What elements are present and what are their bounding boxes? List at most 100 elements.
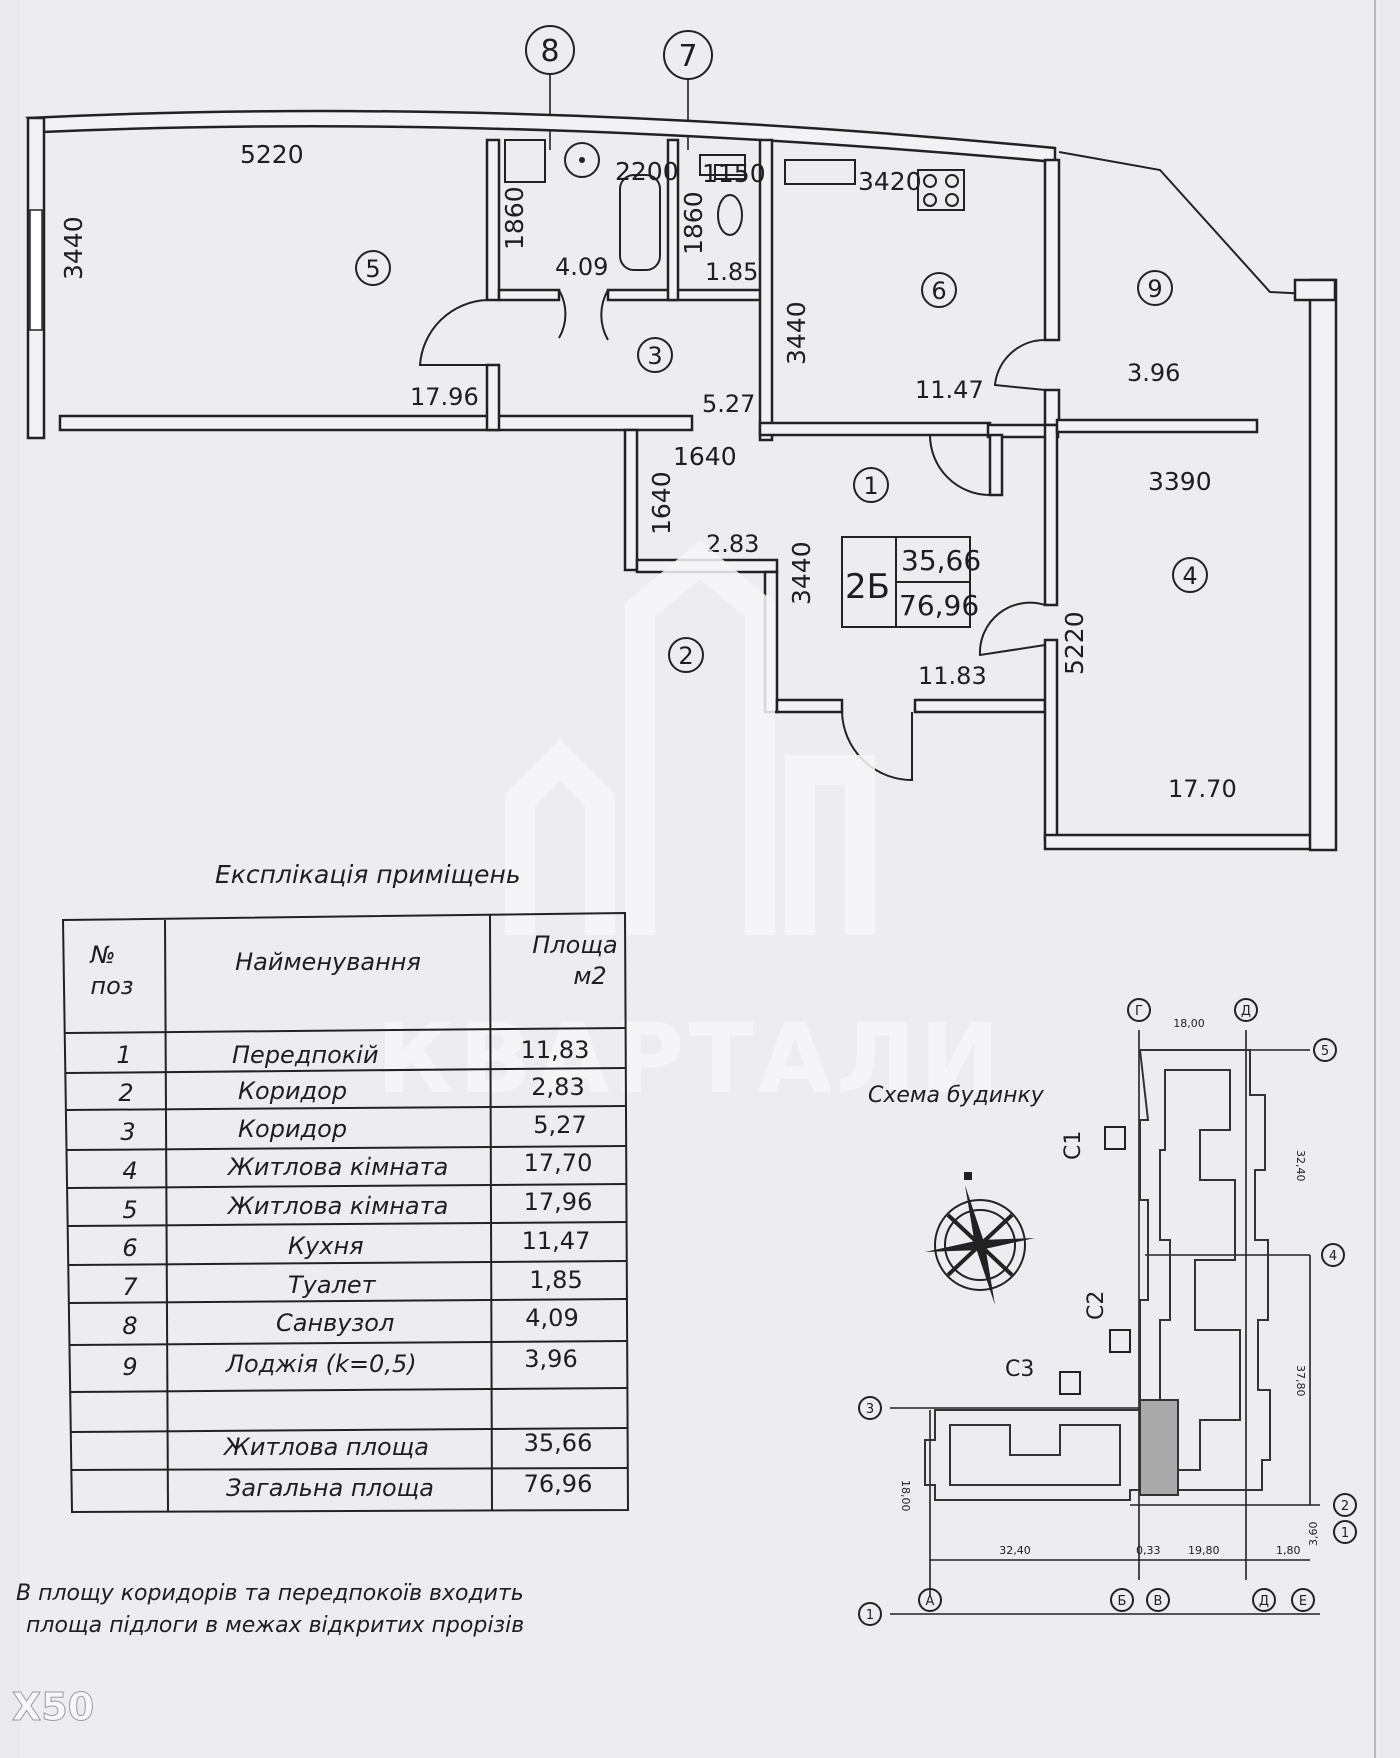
- svg-text:Коридор: Коридор: [238, 1115, 347, 1143]
- svg-text:Б: Б: [1118, 1594, 1127, 1609]
- svg-text:3: 3: [866, 1402, 874, 1417]
- dim-3390: 3390: [1148, 467, 1212, 496]
- svg-text:3: 3: [120, 1118, 135, 1146]
- svg-text:В: В: [1154, 1594, 1163, 1609]
- svg-text:м2: м2: [573, 962, 606, 990]
- svg-text:9: 9: [122, 1353, 137, 1381]
- svg-text:Житлова кімната: Житлова кімната: [226, 1153, 448, 1181]
- svg-text:1.85: 1.85: [705, 258, 758, 286]
- svg-text:2: 2: [118, 1079, 133, 1107]
- svg-text:7: 7: [678, 39, 697, 74]
- svg-text:Житлова площа: Житлова площа: [222, 1433, 429, 1461]
- svg-text:Найменування: Найменування: [235, 948, 421, 976]
- svg-text:1: 1: [866, 1608, 874, 1623]
- svg-text:1: 1: [1341, 1526, 1349, 1541]
- dim-2200: 2200: [615, 157, 679, 186]
- plan-walls: [25, 109, 1338, 852]
- svg-text:Лоджія (k=0,5): Лоджія (k=0,5): [225, 1350, 417, 1378]
- svg-text:Е: Е: [1299, 1594, 1307, 1609]
- axis-bubble-D: Д: [1234, 998, 1258, 1022]
- svg-text:19,80: 19,80: [1188, 1544, 1220, 1557]
- unit-type-box: 2Б 35,66 76,96: [841, 536, 981, 628]
- svg-text:37,80: 37,80: [1294, 1365, 1307, 1397]
- svg-text:18,00: 18,00: [899, 1480, 912, 1512]
- svg-text:8: 8: [540, 34, 559, 69]
- svg-text:№: №: [89, 941, 116, 969]
- svg-text:5: 5: [1321, 1044, 1329, 1059]
- svg-text:17,70: 17,70: [524, 1149, 593, 1177]
- building-scheme: Схема будинку Г Д А Б В: [858, 998, 1357, 1626]
- dim-1640-h: 1640: [673, 442, 737, 471]
- axis-bubble-2: 2: [1333, 1493, 1357, 1517]
- svg-text:9: 9: [1147, 275, 1162, 303]
- svg-text:3: 3: [647, 342, 662, 370]
- axis-bubble-7: 7: [663, 30, 713, 150]
- section-c3: C3: [1005, 1357, 1034, 1382]
- room-1: 1 11.83: [853, 467, 987, 690]
- svg-text:1: 1: [863, 472, 878, 500]
- svg-text:5.27: 5.27: [702, 390, 755, 418]
- axis-bubble-1b: 1: [1333, 1520, 1357, 1544]
- svg-text:КВАРТАЛИ: КВАРТАЛИ: [376, 1003, 1004, 1115]
- svg-text:Передпокій: Передпокій: [232, 1041, 379, 1069]
- room-5: 5 17.96: [355, 250, 479, 411]
- svg-text:3,96: 3,96: [524, 1345, 577, 1373]
- explication-title: Експлікація приміщень: [215, 860, 521, 889]
- svg-text:18,00: 18,00: [1173, 1017, 1205, 1030]
- plan-dimensions: 5220 3440 1860 2200 1860 1150 3420 3440 …: [59, 140, 1212, 675]
- svg-text:2: 2: [678, 642, 693, 670]
- svg-text:4: 4: [1329, 1249, 1337, 1264]
- dim-1860-a: 1860: [500, 186, 529, 250]
- svg-text:5: 5: [365, 255, 380, 283]
- svg-text:3.96: 3.96: [1127, 359, 1180, 387]
- svg-text:Туалет: Туалет: [288, 1271, 377, 1299]
- section-c1: C1: [1061, 1131, 1086, 1160]
- svg-text:4: 4: [122, 1157, 137, 1185]
- room-9: 9 3.96: [1127, 270, 1180, 387]
- svg-text:Кухня: Кухня: [288, 1232, 364, 1260]
- svg-text:17,96: 17,96: [524, 1188, 593, 1216]
- svg-text:8: 8: [122, 1312, 137, 1340]
- table-row: 1 Передпокій 11,83: [116, 1036, 589, 1069]
- dim-5220-right: 5220: [1060, 611, 1089, 675]
- axis-bubble-V: В: [1146, 1588, 1170, 1612]
- room-6: 6 11.47: [915, 272, 984, 404]
- axis-bubble-3: 3: [858, 1396, 882, 1420]
- scheme-title: Схема будинку: [868, 1083, 1045, 1108]
- svg-text:4: 4: [1182, 562, 1197, 590]
- footnote: В площу коридорів та передпокоїв входить…: [16, 1581, 524, 1638]
- table-row: 9 Лоджія (k=0,5) 3,96: [122, 1345, 577, 1381]
- svg-text:7: 7: [122, 1273, 138, 1301]
- room-3: 3 5.27: [637, 337, 755, 418]
- unit-total-area: 76,96: [899, 589, 979, 622]
- table-row: 5 Житлова кімната 17,96: [122, 1188, 592, 1224]
- svg-text:17.96: 17.96: [410, 383, 479, 411]
- svg-text:5: 5: [122, 1196, 137, 1224]
- dim-1640-v: 1640: [647, 471, 676, 535]
- svg-text:Санвузол: Санвузол: [276, 1309, 394, 1337]
- axis-bubble-D2: Д: [1252, 1588, 1276, 1612]
- svg-text:Коридор: Коридор: [238, 1077, 347, 1105]
- svg-text:76,96: 76,96: [524, 1470, 593, 1498]
- svg-text:В площу коридорів та передпоко: В площу коридорів та передпокоїв входить: [16, 1581, 524, 1606]
- table-row: 3 Коридор 5,27: [120, 1111, 586, 1146]
- svg-text:Д: Д: [1241, 1004, 1251, 1019]
- room-7: 1.85: [705, 258, 758, 286]
- door-swings: [418, 289, 1046, 782]
- axis-bubble-B: Б: [1110, 1588, 1134, 1612]
- unit-type: 2Б: [845, 567, 890, 607]
- svg-text:2,83: 2,83: [531, 1073, 584, 1101]
- table-row: 8 Санвузол 4,09: [122, 1304, 578, 1340]
- dim-3440-mid: 3440: [782, 301, 811, 365]
- svg-text:35,66: 35,66: [524, 1429, 593, 1457]
- svg-text:Загальна площа: Загальна площа: [226, 1474, 434, 1502]
- svg-text:4,09: 4,09: [525, 1304, 578, 1332]
- unit-living-area: 35,66: [901, 544, 981, 577]
- svg-text:4.09: 4.09: [555, 253, 608, 281]
- svg-text:11.47: 11.47: [915, 376, 984, 404]
- svg-text:11,83: 11,83: [521, 1036, 590, 1064]
- compass-rose-icon: [925, 1172, 1035, 1305]
- svg-text:1,85: 1,85: [529, 1266, 582, 1294]
- table-row: 6 Кухня 11,47: [122, 1227, 590, 1262]
